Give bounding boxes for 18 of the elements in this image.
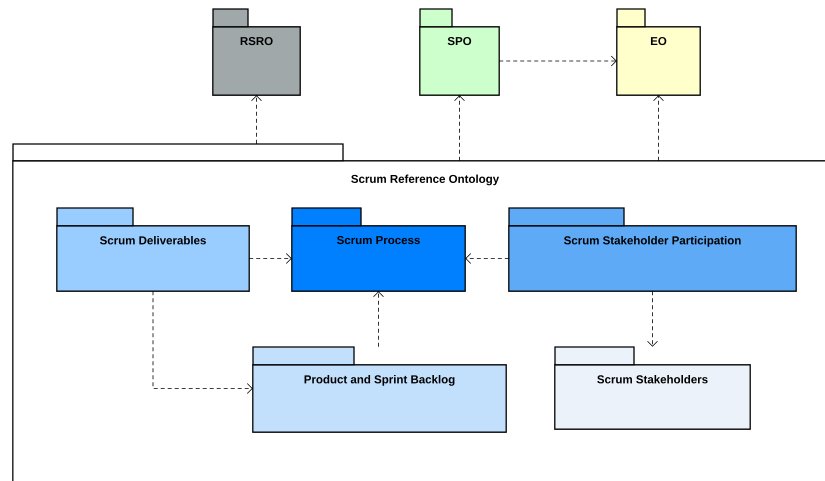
package-box: Scrum Deliverables (56, 207, 250, 292)
dependency-arrow (373, 291, 384, 348)
dependency-arrow (454, 95, 465, 162)
node-label: Scrum Reference Ontology (351, 174, 500, 186)
dependency-arrow (653, 95, 664, 162)
dependency-arrow (465, 253, 510, 264)
dependency-arrow (248, 253, 292, 264)
dependency-arrow (251, 95, 262, 144)
package-box: Scrum Stakeholders (554, 346, 751, 430)
dependency-arrow (647, 290, 658, 347)
package-box: Product and Sprint Backlog (252, 346, 507, 433)
package-box: RSRO (212, 8, 301, 96)
dependency-arrow (152, 290, 253, 394)
package-box: EO (616, 8, 701, 96)
package-box: Scrum Stakeholder Participation (508, 207, 797, 292)
package-box: Scrum Process (291, 207, 466, 292)
package-box: SPO (419, 8, 500, 96)
dependency-arrow (498, 56, 617, 66)
